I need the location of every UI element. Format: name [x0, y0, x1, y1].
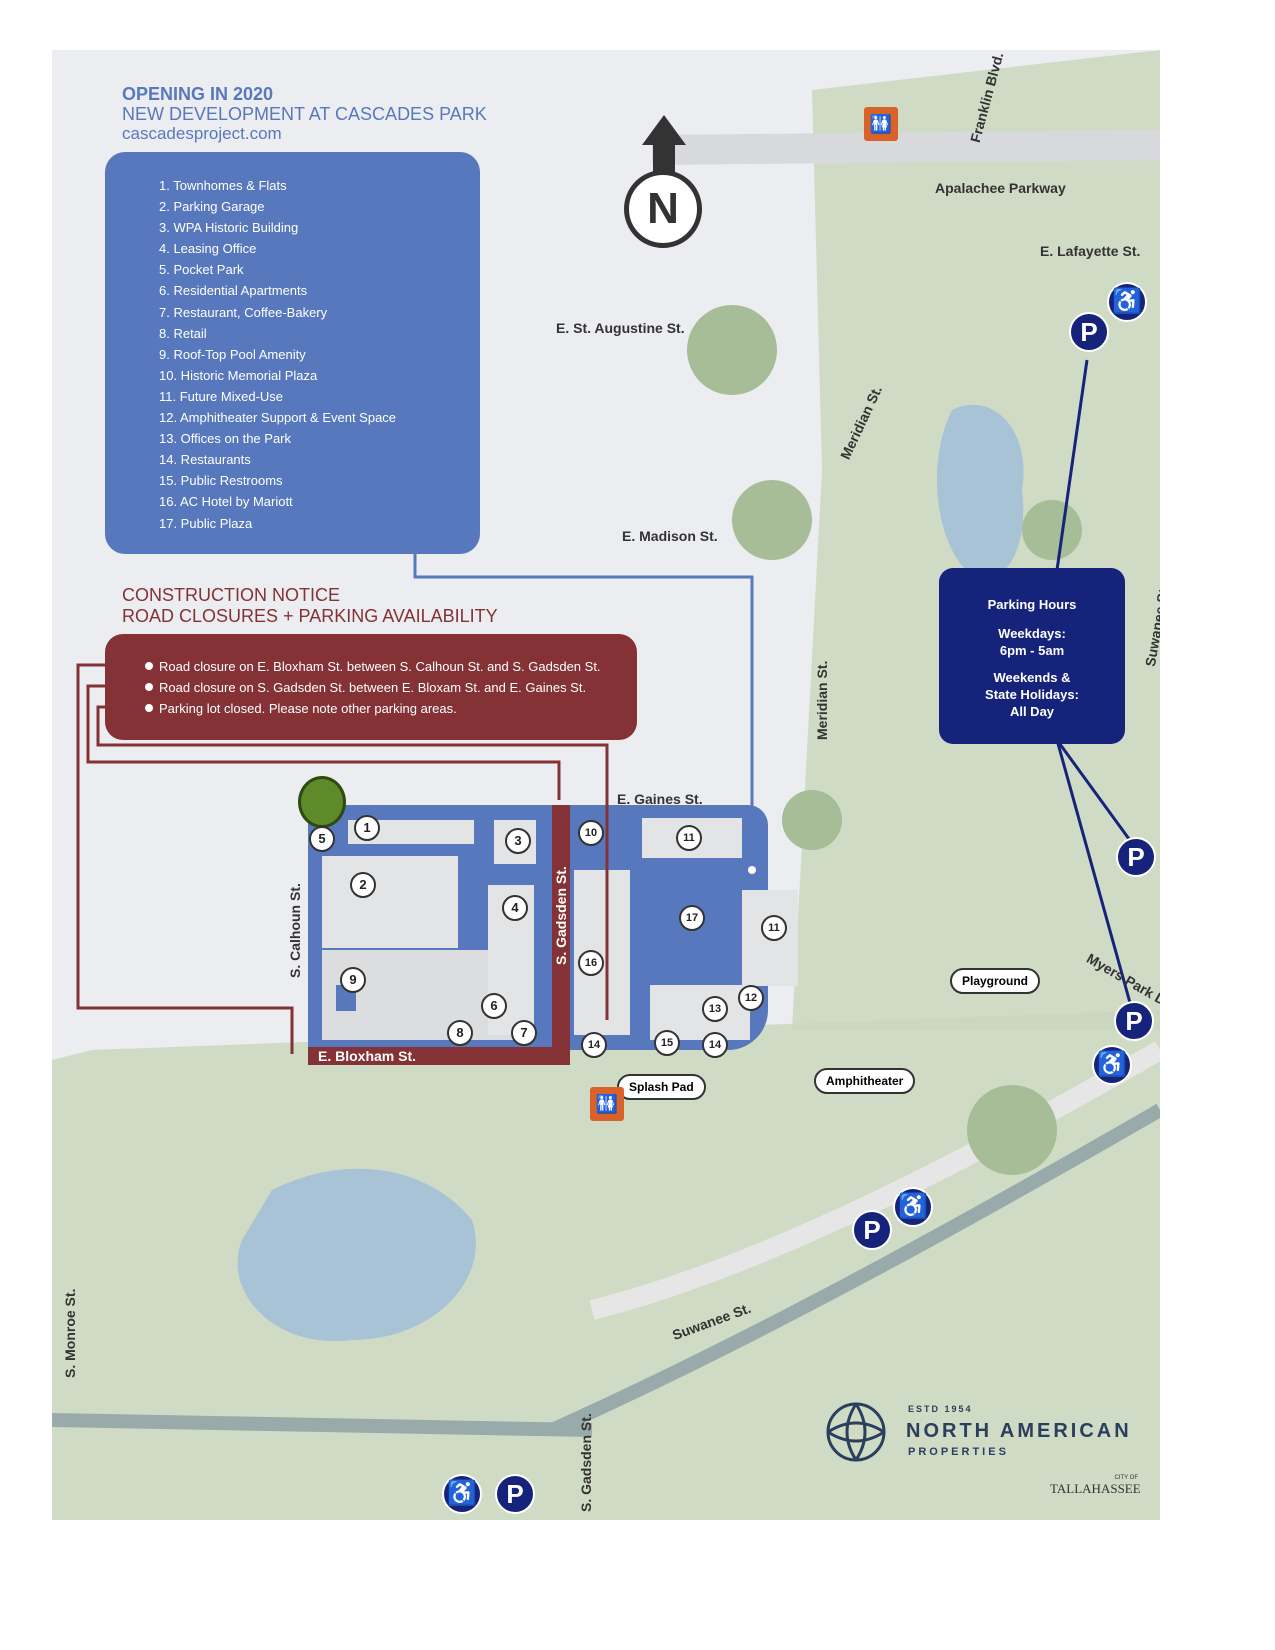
closed-road-bloxham: [308, 1047, 570, 1065]
legend-item: 17. Public Plaza: [159, 515, 253, 531]
legend-item: 7. Restaurant, Coffee-Bakery: [159, 304, 328, 320]
parking-icon[interactable]: P: [1069, 312, 1109, 352]
legend-list: 1. Townhomes & Flats 2. Parking Garage 3. …: [159, 175, 480, 534]
parking-hours-title: Parking Hours: [987, 597, 1077, 612]
marker-9[interactable]: 9: [340, 967, 366, 993]
weekdays-time: 6pm - 5am: [999, 643, 1065, 658]
notice-item: Road closure on E. Bloxham St. between S…: [145, 656, 637, 677]
parking-icon[interactable]: P: [852, 1210, 892, 1250]
notice-list: Road closure on E. Bloxham St. between S…: [145, 656, 637, 719]
legend-item: 1. Townhomes & Flats: [159, 178, 287, 193]
header-opening: OPENING IN 2020: [122, 84, 274, 104]
holidays-label: State Holidays:: [985, 687, 1079, 702]
marker-8[interactable]: 8: [447, 1020, 473, 1046]
parking-icon[interactable]: P: [495, 1474, 535, 1514]
bullet-dot: [145, 683, 153, 691]
legend-item: 10. Historic Memorial Plaza: [159, 367, 318, 383]
accessible-parking-icon: ♿: [893, 1187, 933, 1227]
legend-panel: 1. Townhomes & Flats 2. Parking Garage 3. …: [105, 152, 480, 554]
street-gadsden-2: S. Gadsden St.: [578, 1413, 594, 1512]
notice-subtitle: ROAD CLOSURES + PARKING AVAILABILITY: [122, 606, 498, 626]
accessible-parking-icon: ♿: [1092, 1045, 1132, 1085]
weekends-label: Weekends &: [993, 670, 1071, 685]
legend-item: 16. AC Hotel by Mariott: [159, 494, 293, 510]
marker-14a[interactable]: 14: [581, 1032, 607, 1058]
header-url[interactable]: cascadesproject.com: [122, 124, 282, 143]
restroom-icon: 🚻: [864, 107, 898, 141]
notice-text: Road closure on S. Gadsden St. between E…: [159, 680, 587, 695]
notice-text: Road closure on E. Bloxham St. between S…: [159, 659, 601, 674]
label-splash-pad[interactable]: Splash Pad: [617, 1074, 706, 1100]
marker-17[interactable]: 17: [679, 905, 705, 931]
street-augustine: E. St. Augustine St.: [556, 320, 685, 336]
accessible-parking-icon: ♿: [1107, 282, 1147, 322]
notice-text: Parking lot closed. Please note other pa…: [159, 701, 457, 716]
street-bloxham: E. Bloxham St.: [318, 1048, 417, 1064]
marker-1[interactable]: 1: [354, 815, 380, 841]
legend-item: 4. Leasing Office: [159, 241, 257, 257]
legend-item: 13. Offices on the Park: [159, 431, 291, 447]
marker-5[interactable]: 5: [309, 826, 335, 852]
bullet-dot: [145, 662, 153, 670]
header: OPENING IN 2020 NEW DEVELOPMENT AT CASCA…: [122, 84, 487, 144]
parking-hours-panel: Parking Hours Weekdays: 6pm - 5am Weeken…: [939, 568, 1125, 744]
street-lafayette: E. Lafayette St.: [1040, 243, 1141, 259]
legend-item: 14. Restaurants: [159, 452, 251, 468]
notice-item: Parking lot closed. Please note other pa…: [145, 698, 637, 719]
street-monroe: S. Monroe St.: [62, 1288, 78, 1378]
weekdays-label: Weekdays:: [998, 626, 1066, 641]
label-playground[interactable]: Playground: [950, 968, 1041, 994]
marker-14b[interactable]: 14: [702, 1032, 728, 1058]
bullet-dot: [145, 704, 153, 712]
marker-4[interactable]: 4: [502, 895, 528, 921]
legend-item: 12. Amphitheater Support & Event Space: [159, 410, 397, 426]
street-gaines: E. Gaines St.: [617, 791, 703, 807]
marker-11b[interactable]: 11: [761, 915, 787, 941]
notice-panel: Road closure on E. Bloxham St. between S…: [105, 634, 637, 740]
legend-item: 15. Public Restrooms: [159, 473, 283, 489]
marker-15[interactable]: 15: [654, 1030, 680, 1056]
legend-item: 3. WPA Historic Building: [159, 220, 299, 236]
parking-icon[interactable]: P: [1114, 1001, 1154, 1041]
logo-sub: PROPERTIES: [908, 1446, 1009, 1458]
notice-item: Road closure on S. Gadsden St. between E…: [145, 677, 637, 698]
label-amphitheater[interactable]: Amphitheater: [814, 1068, 916, 1094]
weekends-time: All Day: [1009, 704, 1055, 719]
street-gadsden-1: S. Gadsden St.: [553, 866, 569, 965]
legend-item: 11. Future Mixed-Use: [159, 388, 284, 404]
parking-icon[interactable]: P: [1116, 837, 1156, 877]
marker-6[interactable]: 6: [481, 993, 507, 1019]
notice-heading: CONSTRUCTION NOTICE ROAD CLOSURES + PARK…: [122, 585, 498, 627]
marker-2[interactable]: 2: [350, 872, 376, 898]
logo-name: NORTH AMERICAN: [906, 1420, 1132, 1442]
marker-13[interactable]: 13: [702, 996, 728, 1022]
marker-3[interactable]: 3: [505, 828, 531, 854]
legend-item: 2. Parking Garage: [159, 199, 265, 215]
closed-road-gadsden: [552, 805, 570, 1065]
marker-11a[interactable]: 11: [676, 825, 702, 851]
marker-7[interactable]: 7: [511, 1020, 537, 1046]
marker-10[interactable]: 10: [578, 820, 604, 846]
legend-item: 8. Retail: [159, 325, 207, 341]
compass-north: N: [624, 170, 702, 248]
street-apalachee: Apalachee Parkway: [935, 180, 1066, 196]
legend-item: 9. Roof-Top Pool Amenity: [159, 346, 306, 362]
logo-tallahassee: CITY OF TALLAHASSEE: [1050, 1475, 1141, 1496]
nap-logo-icon: [826, 1402, 886, 1462]
logo-estd: ESTD 1954: [908, 1404, 973, 1414]
restroom-icon: 🚻: [590, 1087, 624, 1121]
map: N Franklin Blvd. Apalachee Parkway E. La…: [52, 50, 1160, 1520]
logo-north-american-properties: ESTD 1954 NORTH AMERICAN PROPERTIES: [824, 1400, 1144, 1470]
street-meridian-2: Meridian St.: [814, 660, 830, 740]
street-calhoun: S. Calhoun St.: [287, 883, 303, 978]
marker-12[interactable]: 12: [738, 985, 764, 1011]
accessible-parking-icon: ♿: [442, 1474, 482, 1514]
legend-item: 5. Pocket Park: [159, 262, 244, 278]
legend-item: 6. Residential Apartments: [159, 283, 308, 299]
compass: N: [624, 115, 704, 248]
notice-title: CONSTRUCTION NOTICE: [122, 585, 340, 605]
street-madison: E. Madison St.: [622, 528, 718, 544]
marker-16[interactable]: 16: [578, 950, 604, 976]
header-development: NEW DEVELOPMENT AT CASCADES PARK: [122, 104, 487, 124]
